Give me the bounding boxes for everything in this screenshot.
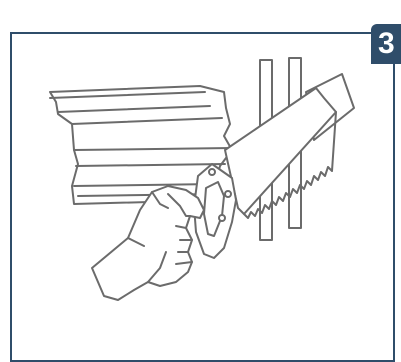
cutting-molding-illustration bbox=[0, 0, 401, 348]
